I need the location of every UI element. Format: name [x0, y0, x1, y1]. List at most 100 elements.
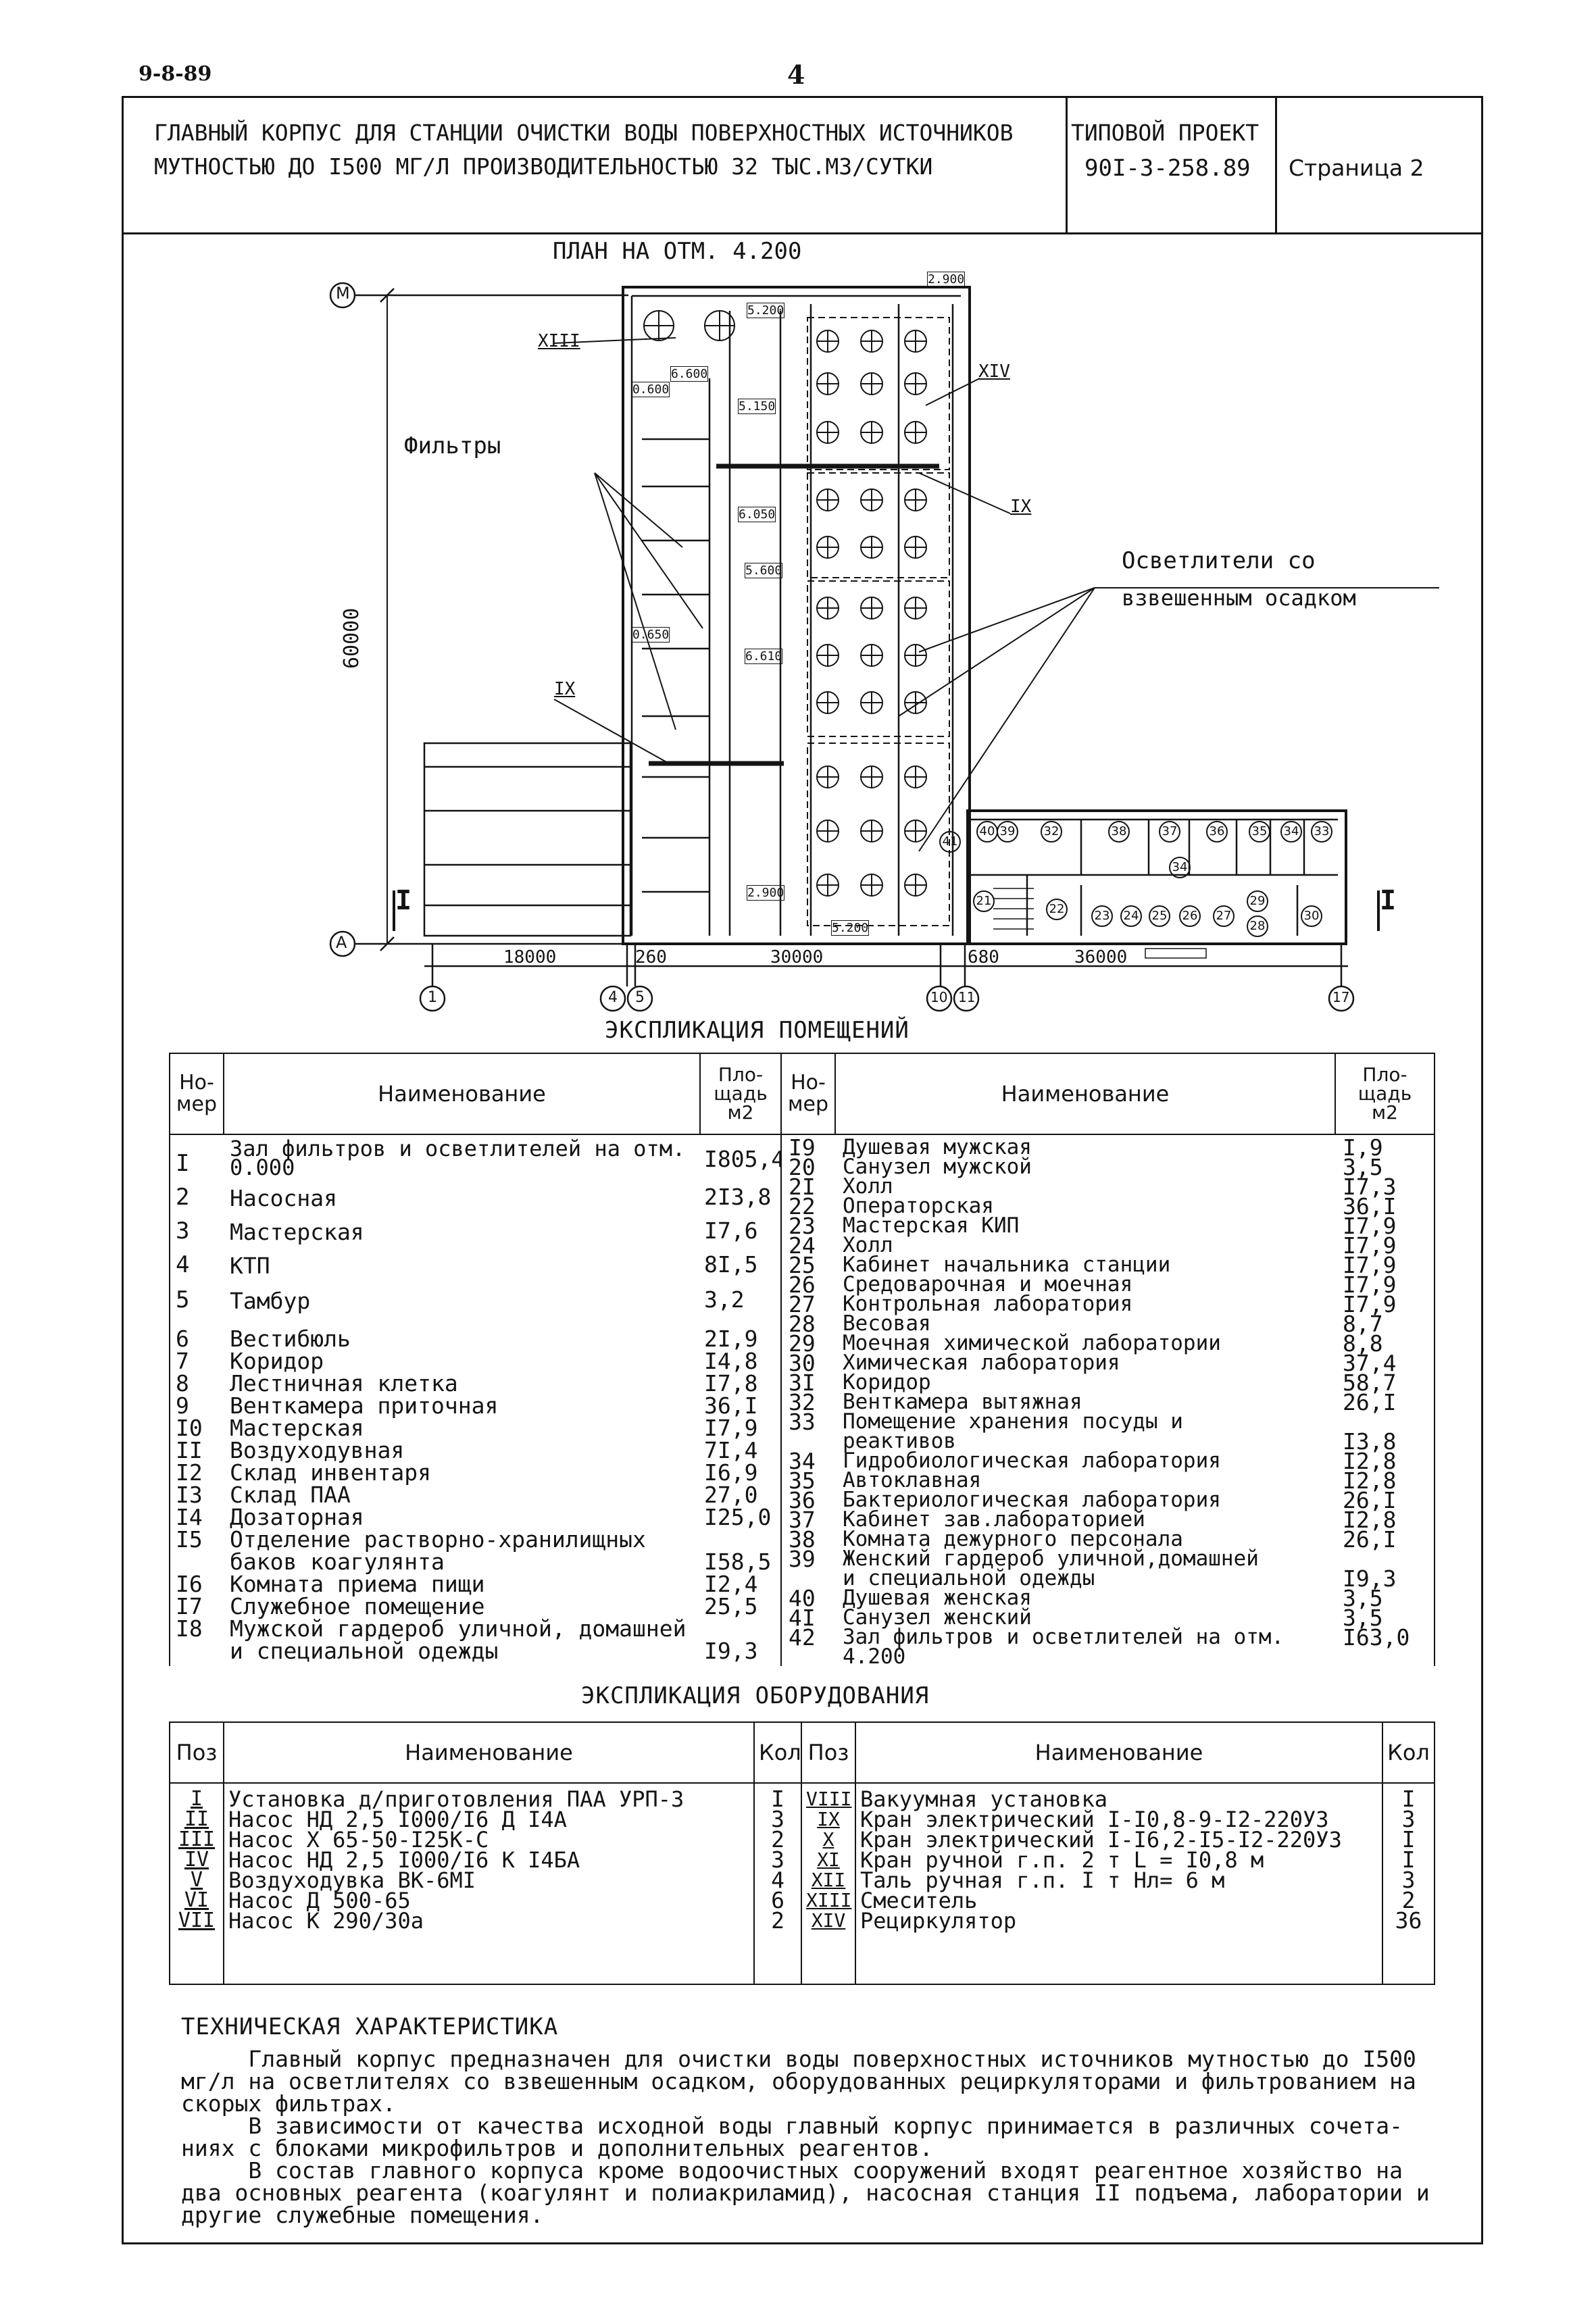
tech-title: ТЕХНИЧЕСКАЯ ХАРАКТЕРИСТИКА: [181, 2013, 559, 2040]
room-bubble: 34: [1169, 857, 1191, 878]
col-header-pos: Поз: [169, 1721, 224, 1784]
room-bubble: 37: [1159, 821, 1180, 842]
room-area: 2I3,8: [704, 1184, 772, 1210]
elev-tag: 2.900: [747, 885, 785, 901]
title-cell: [122, 96, 1068, 232]
col-header-qty: Кол: [753, 1721, 802, 1784]
room-bubble: 32: [1041, 821, 1062, 842]
col-header-num: Но- мер: [169, 1053, 224, 1135]
col-header-name: Наименование: [855, 1721, 1383, 1784]
room-name: Вестибюль Коридор Лестничная клетка Вент…: [230, 1326, 687, 1664]
tech-line: В зависимости от качества исходной воды …: [181, 2113, 1403, 2139]
sheet-label: Страница 2: [1289, 155, 1424, 181]
equipment-table: Поз Наименование Кол Поз Наименование Ко…: [169, 1721, 1435, 1985]
room-bubble: 21: [973, 890, 995, 912]
section-mark-right: I: [1380, 885, 1397, 916]
room-num: 2: [176, 1184, 190, 1211]
equipment-pos-left: I II III IV V VI VII: [169, 1782, 224, 1985]
col-header-area: Пло- щадь м2: [1335, 1053, 1435, 1135]
sheet-frame: [122, 96, 1483, 2244]
tech-line: два основных реагента (коагулянт и полиа…: [181, 2180, 1430, 2206]
equipment-title: ЭКСПЛИКАЦИЯ ОБОРУДОВАНИЯ: [581, 1682, 930, 1709]
roman-xiv: XIV: [978, 361, 1010, 382]
axis-bottom-11: 11: [958, 989, 976, 1005]
roman-xiii: XIII: [538, 331, 580, 351]
equipment-pos-right: VIII IX X XI XII XIII XIV: [801, 1782, 856, 1985]
tech-line: Главный корпус предназначен для очистки …: [181, 2046, 1416, 2072]
room-num: 6 7 8 9 I0 II I2 I3 I4 I5 I6 I7 I8: [176, 1326, 203, 1642]
room-area: 2I,9 I4,8 I7,8 36,I I7,9 7I,4 I6,9 27,0 …: [704, 1326, 772, 1664]
project-label: ТИПОВОЙ ПРОЕКТ: [1071, 120, 1260, 146]
room-bubble: 35: [1249, 821, 1270, 842]
dimension-height: 60000: [340, 607, 364, 669]
tech-line: мг/л на осветлителях со взвешенным осадк…: [181, 2068, 1416, 2094]
room-bubble: 27: [1213, 905, 1235, 927]
room-area: 3,2: [704, 1286, 745, 1313]
axis-bottom-17: 17: [1332, 989, 1350, 1005]
room-name: Зал фильтров и осветлителей на отм. 0.00…: [230, 1136, 686, 1180]
roman-ix-left: IX: [554, 679, 576, 699]
elev-tag: 5.200: [831, 920, 870, 936]
axis-label-a: А: [336, 933, 347, 952]
col-header-name: Наименование: [223, 1721, 755, 1784]
elev-tag: 5.200: [747, 303, 785, 318]
dim-36000: 36000: [1074, 947, 1128, 967]
elev-tag: 6.610: [745, 649, 783, 664]
col-header-num: Но- мер: [780, 1053, 836, 1135]
room-num: 3: [176, 1217, 190, 1244]
equipment-names-right: Вакуумная установка Кран электрический I…: [855, 1782, 1383, 1985]
equipment-qty-left: I 3 2 3 4 6 2: [753, 1782, 802, 1985]
room-bubble: 36: [1206, 821, 1228, 842]
project-cell: [1068, 96, 1277, 232]
room-bubble: 33: [1311, 821, 1332, 842]
section-mark-left: I: [395, 885, 412, 916]
elev-tag: 5.600: [745, 563, 783, 578]
room-name: КТП: [230, 1253, 270, 1279]
axis-bottom-1: 1: [428, 989, 437, 1006]
room-bubble: 40: [976, 821, 998, 842]
elev-tag: 6.600: [670, 366, 709, 382]
elev-tag: 2.900: [927, 272, 966, 287]
label-filters: Фильтры: [404, 432, 501, 459]
room-area: 8I,5: [704, 1251, 758, 1278]
room-name: Тамбур: [230, 1288, 311, 1314]
floor-plan-drawing: [329, 282, 1439, 1012]
col-header-name: Наименование: [834, 1053, 1336, 1135]
equipment-names-left: Установка д/приготовления ПАА УРП-3 Насо…: [223, 1782, 755, 1985]
room-num: 4: [176, 1251, 190, 1278]
plan-title: ПЛАН НА ОТМ. 4.200: [553, 238, 802, 265]
dim-30000: 30000: [770, 947, 824, 967]
room-bubble: 25: [1149, 905, 1170, 927]
dim-18000: 18000: [503, 947, 557, 967]
label-clarifiers-1: Осветлители со: [1122, 547, 1316, 574]
axis-label-m: М: [336, 284, 350, 303]
room-bubble: 28: [1247, 915, 1268, 937]
room-bubble: 38: [1108, 821, 1130, 842]
room-num: I: [176, 1150, 190, 1177]
room-bubble: 22: [1046, 899, 1068, 920]
title-block: ГЛАВНЫЙ КОРПУС ДЛЯ СТАНЦИИ ОЧИСТКИ ВОДЫ …: [122, 96, 1483, 234]
elev-tag: 6.050: [738, 507, 776, 522]
rooms-table: Но- мер Наименование Пло- щадь м2 Но- ме…: [169, 1053, 1435, 1666]
title-line-1: ГЛАВНЫЙ КОРПУС ДЛЯ СТАНЦИИ ОЧИСТКИ ВОДЫ …: [154, 120, 1014, 146]
room-nums-right: I9 20 2I 22 23 24 25 26 27 28 29 30 3I 3…: [789, 1134, 816, 1651]
elev-tag: 0.650: [632, 627, 670, 643]
elev-tag: 5.150: [738, 399, 776, 414]
tech-line: ниях с блоками микрофильтров и дополните…: [181, 2135, 933, 2161]
axis-bottom-5: 5: [635, 989, 645, 1006]
room-bubble: 24: [1120, 905, 1142, 927]
axis-bottom-10: 10: [930, 989, 948, 1005]
room-name: Мастерская: [230, 1219, 364, 1245]
tech-line: другие служебные помещения.: [181, 2202, 544, 2228]
room-name: Насосная: [230, 1185, 337, 1211]
axis-bottom-4: 4: [608, 989, 618, 1006]
room-bubble: 23: [1091, 905, 1113, 927]
elev-tag: 0.600: [632, 382, 670, 397]
room-num: 5: [176, 1286, 190, 1313]
project-code: 90I-3-258.89: [1084, 155, 1251, 182]
roman-ix-right: IX: [1010, 497, 1032, 517]
tech-line: скорых фильтрах.: [181, 2090, 396, 2117]
label-clarifiers-2: взвешенным осадком: [1122, 585, 1356, 611]
document-code: 9-8-89: [139, 62, 212, 86]
room-area: I805,4: [704, 1146, 781, 1172]
